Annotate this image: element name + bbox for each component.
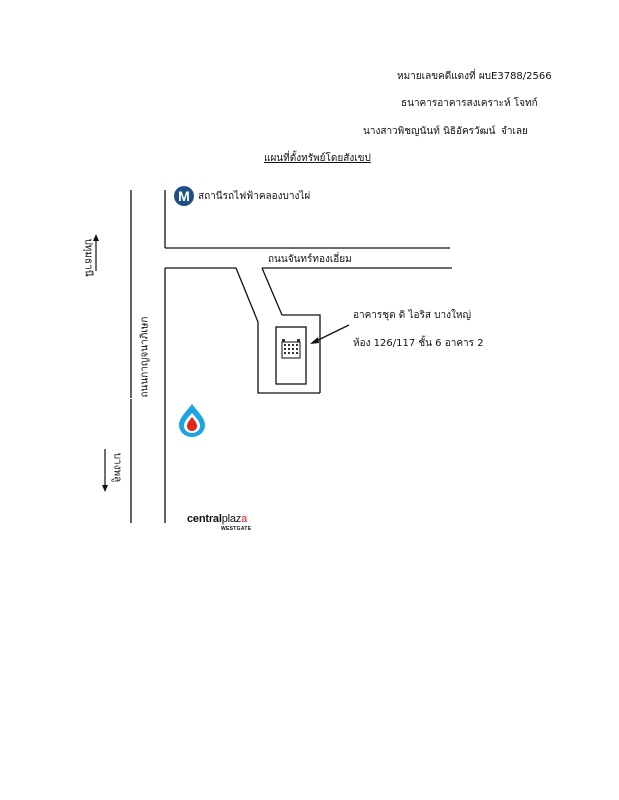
arrow-down-head: [102, 485, 108, 492]
building-icon: [281, 339, 301, 359]
central-plaza-logo: centralplaza WESTGATE: [187, 512, 251, 533]
logo-central: central: [187, 513, 222, 525]
logo-plaz: plaz: [221, 513, 242, 525]
pointer-arrowhead: [310, 337, 319, 344]
logo-westgate: WESTGATE: [221, 526, 252, 532]
road-vertical-label: ถนนกาญจนาภิเษก: [139, 316, 151, 398]
logo-a: a: [241, 513, 247, 525]
soi-left-edge: [235, 267, 320, 394]
metro-m-icon: M: [174, 186, 194, 206]
case-number: หมายเลขคดีแดงที่ ผบE3788/2566: [397, 71, 552, 82]
page-title: แผนที่ตั้งทรัพย์โดยสังเขป: [264, 153, 371, 164]
direction-north-label: ปทุมธานี: [82, 238, 94, 277]
metro-label: สถานีรถไฟฟ้าคลองบางไผ่: [198, 191, 311, 202]
arrow-up-head: [93, 234, 99, 241]
direction-south-label: บางพลู: [111, 452, 123, 483]
ptt-drop-icon: [179, 404, 205, 437]
soi-right-edge: [261, 267, 321, 393]
metro-letter: M: [178, 188, 190, 204]
defendant-name: นางสาวพิชญนันท์ นิธิอัครวัฒน์: [363, 126, 496, 137]
unit-info: ห้อง 126/117 ชั้น 6 อาคาร 2: [353, 338, 484, 349]
defendant-role: จำเลย: [501, 126, 528, 137]
plaintiff: ธนาคารอาคารสงเคราะห์ โจทก์: [401, 98, 538, 109]
building-outline: [275, 326, 307, 385]
building-name: อาคารชุด ดิ ไอริส บางใหญ่: [353, 310, 471, 321]
road-horizontal-label: ถนนจันทร์ทองเอี่ยม: [268, 254, 352, 265]
